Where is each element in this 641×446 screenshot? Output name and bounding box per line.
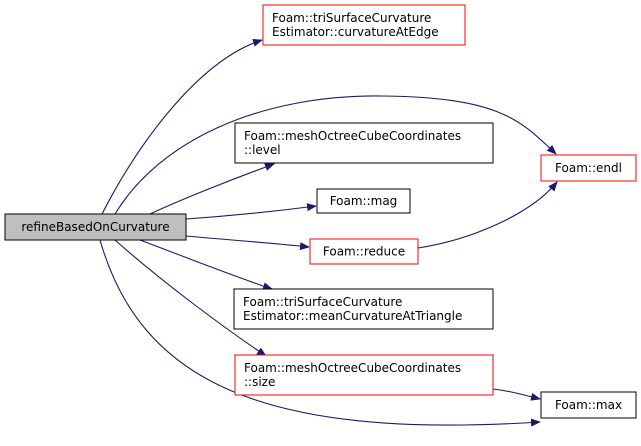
- size-label-line-1: ::size: [244, 375, 275, 389]
- meanCurvatureAtTriangle-box: [233, 288, 494, 330]
- edge-root-to-meanCurvatureAtTriangle: [139, 239, 273, 290]
- level-label-line-1: ::level: [244, 143, 281, 157]
- mag-box: [316, 188, 411, 214]
- edges-layer: [99, 38, 558, 427]
- edge-reduce-to-endl: [417, 181, 558, 249]
- mag-label-line-0: Foam::mag: [330, 194, 398, 208]
- meanCurvatureAtTriangle-label-line-0: Foam::triSurfaceCurvature: [243, 295, 402, 309]
- reduce-box: [309, 238, 419, 265]
- edge-root-to-curvatureAtEdge: [101, 38, 263, 215]
- edge-root-to-level: [149, 163, 275, 215]
- edge-root-to-size: [114, 239, 267, 357]
- node-max[interactable]: Foam::max: [540, 391, 637, 419]
- endl-box: [540, 154, 637, 182]
- edge-root-to-endl: [114, 95, 557, 215]
- edge-root-to-max: [99, 239, 541, 427]
- size-label-line-0: Foam::meshOctreeCubeCoordinates: [244, 361, 461, 375]
- reduce-label-line-0: Foam::reduce: [323, 245, 405, 259]
- node-mag[interactable]: Foam::mag: [316, 188, 411, 214]
- meanCurvatureAtTriangle-label-line-1: Estimator::meanCurvatureAtTriangle: [243, 309, 462, 323]
- level-label-line-0: Foam::meshOctreeCubeCoordinates: [244, 129, 461, 143]
- node-size[interactable]: Foam::meshOctreeCubeCoordinates::size: [234, 354, 494, 396]
- max-box: [540, 391, 637, 419]
- level-box: [234, 122, 494, 164]
- node-endl[interactable]: Foam::endl: [540, 154, 637, 182]
- node-level[interactable]: Foam::meshOctreeCubeCoordinates::level: [234, 122, 494, 164]
- curvatureAtEdge-label-line-0: Foam::triSurfaceCurvature: [272, 11, 431, 25]
- size-box: [234, 354, 494, 396]
- node-reduce[interactable]: Foam::reduce: [309, 238, 419, 265]
- edge-root-to-mag: [185, 203, 317, 220]
- curvatureAtEdge-label-line-1: Estimator::curvatureAtEdge: [272, 25, 439, 39]
- max-label-line-0: Foam::max: [555, 398, 622, 412]
- endl-label-line-0: Foam::endl: [555, 161, 622, 175]
- node-curvatureAtEdge[interactable]: Foam::triSurfaceCurvatureEstimator::curv…: [262, 4, 466, 46]
- curvatureAtEdge-box: [262, 4, 466, 46]
- edge-root-to-reduce: [185, 235, 310, 251]
- root-box: [4, 213, 187, 241]
- nodes-layer: refineBasedOnCurvatureFoam::triSurfaceCu…: [4, 4, 637, 419]
- node-root[interactable]: refineBasedOnCurvature: [4, 213, 187, 241]
- edge-size-to-max: [492, 388, 541, 401]
- node-meanCurvatureAtTriangle[interactable]: Foam::triSurfaceCurvatureEstimator::mean…: [233, 288, 494, 330]
- root-label-line-0: refineBasedOnCurvature: [21, 220, 169, 234]
